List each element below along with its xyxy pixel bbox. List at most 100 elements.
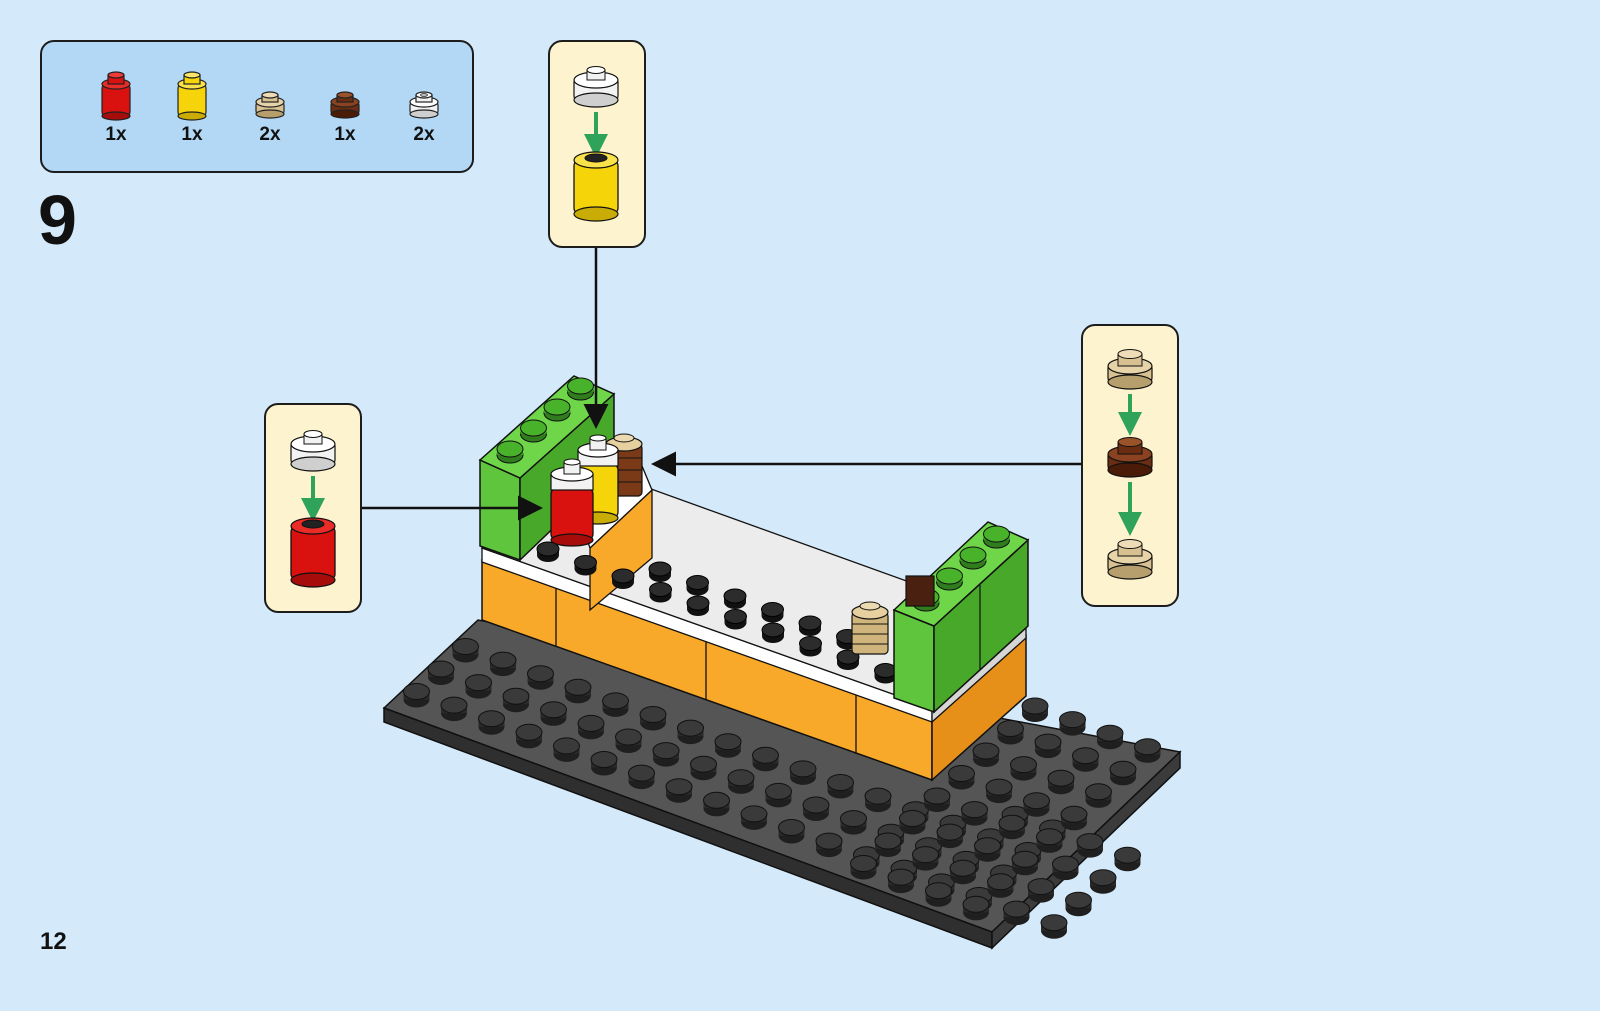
stud [1035, 734, 1061, 758]
stud [479, 711, 505, 735]
stud [490, 652, 516, 676]
stud [1028, 879, 1054, 903]
stud [650, 583, 672, 603]
stud [554, 738, 580, 762]
stud [799, 616, 821, 636]
stud [612, 569, 634, 589]
stud [428, 661, 454, 685]
stud [999, 815, 1025, 839]
stud [603, 693, 629, 717]
stud [629, 765, 655, 789]
stud [466, 675, 492, 699]
red-bottle-installed [551, 459, 593, 546]
stud [724, 589, 746, 609]
stud [949, 766, 975, 790]
callout-left-parts [291, 431, 335, 588]
stud [973, 743, 999, 767]
stud [541, 702, 567, 726]
stud [1012, 851, 1038, 875]
stud [741, 806, 767, 830]
stud [715, 734, 741, 758]
stud [913, 847, 939, 871]
stud [762, 603, 784, 623]
stud [1022, 698, 1048, 722]
stud [1135, 739, 1161, 763]
stud [988, 874, 1014, 898]
stud [1024, 793, 1050, 817]
stud [497, 441, 523, 463]
stud [888, 869, 914, 893]
stud [565, 679, 591, 703]
stud [753, 747, 779, 771]
stud [687, 576, 709, 596]
stud [975, 838, 1001, 862]
stud [963, 896, 989, 920]
stud [800, 637, 822, 657]
stud [937, 824, 963, 848]
stud [1011, 757, 1037, 781]
stud [926, 883, 952, 907]
stud [528, 666, 554, 690]
stud [1073, 748, 1099, 772]
stud [937, 568, 963, 590]
stud [1060, 712, 1086, 736]
stud [666, 779, 692, 803]
stud [998, 721, 1024, 745]
stud [841, 811, 867, 835]
callout-right-parts [1108, 350, 1152, 580]
stud [575, 556, 597, 576]
stud [900, 811, 926, 835]
stud [924, 788, 950, 812]
stud [984, 526, 1010, 548]
stud [441, 697, 467, 721]
assembly-arrows [362, 248, 1081, 508]
stud [875, 664, 897, 684]
stud [1004, 901, 1030, 925]
stud [865, 788, 891, 812]
stud [766, 783, 792, 807]
stud [678, 720, 704, 744]
stud [537, 542, 559, 562]
stud [986, 779, 1012, 803]
stud [1041, 915, 1067, 939]
stud [851, 856, 877, 880]
stud [728, 770, 754, 794]
stud [1037, 829, 1063, 853]
stud [875, 833, 901, 857]
stud [960, 547, 986, 569]
stud [544, 399, 570, 421]
stud [828, 775, 854, 799]
stud [725, 610, 747, 630]
stud [950, 860, 976, 884]
stud [687, 596, 709, 616]
stud [691, 756, 717, 780]
stud [779, 820, 805, 844]
stud [704, 792, 730, 816]
stud [1048, 770, 1074, 794]
stud [1090, 870, 1116, 894]
stud [1086, 784, 1112, 808]
stud [790, 761, 816, 785]
stud [1053, 856, 1079, 880]
stud [640, 707, 666, 731]
stud [1097, 725, 1123, 749]
stud [1115, 847, 1141, 871]
stud [1077, 834, 1103, 858]
stud [591, 752, 617, 776]
stud [803, 797, 829, 821]
stud [1110, 761, 1136, 785]
stud [404, 684, 430, 708]
stud [521, 420, 547, 442]
stud [1066, 892, 1092, 916]
stud [578, 715, 604, 739]
stud [1061, 806, 1087, 830]
stud [516, 724, 542, 748]
stud [653, 743, 679, 767]
stud [503, 688, 529, 712]
stud [616, 729, 642, 753]
stud [816, 833, 842, 857]
stud [962, 802, 988, 826]
callout-top-parts [574, 67, 618, 222]
stud [453, 639, 479, 663]
